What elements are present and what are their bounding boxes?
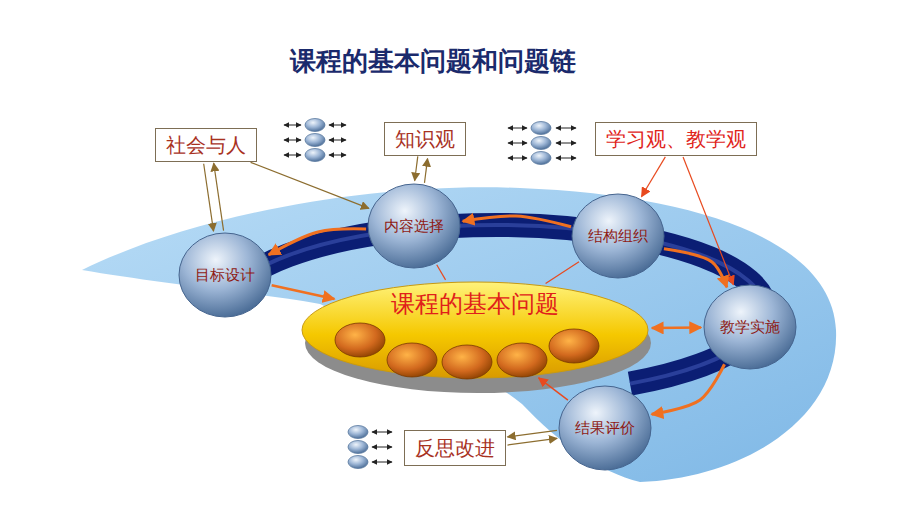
mini-double-arrow (329, 155, 346, 156)
title-text: 课程的基本问题和问题链 (290, 46, 576, 76)
node-label: 反思改进 (415, 436, 495, 460)
diagram-title: 课程的基本问题和问题链 (0, 44, 866, 79)
connector-arrow (508, 438, 558, 445)
connector-arrow (546, 262, 579, 284)
stage-ball: 结构组织 (571, 193, 665, 279)
node-label: 知识观 (395, 127, 455, 151)
node-label: 课程的基本问题 (391, 290, 559, 319)
orange-pebble (497, 343, 547, 377)
concept-box: 反思改进 (404, 430, 506, 466)
mini-double-arrow (329, 125, 346, 126)
node-label: 内容选择 (384, 217, 444, 235)
connector-arrow (664, 249, 727, 288)
mini-ball (531, 152, 551, 165)
stage-ball: 目标设计 (178, 232, 272, 318)
orange-pebble (335, 323, 385, 357)
mini-double-arrow (508, 158, 527, 159)
stage-ball: 内容选择 (367, 183, 461, 269)
mini-ball (305, 134, 325, 147)
node-label: 结构组织 (588, 227, 648, 245)
mini-double-arrow (556, 128, 576, 129)
connector-arrow (507, 430, 557, 437)
connector-arrow (272, 285, 335, 299)
connector-arrow (683, 157, 733, 285)
mini-double-arrow (372, 447, 392, 448)
connector-arrow (251, 162, 369, 208)
connector-arrow (652, 364, 725, 414)
ball-shape (704, 285, 796, 369)
mini-double-arrow (508, 143, 527, 144)
mini-ball (531, 122, 551, 135)
connector-arrow (415, 156, 418, 180)
stage-ball: 结果评价 (558, 385, 652, 471)
concept-box: 知识观 (384, 122, 466, 156)
node-label: 学习观、教学观 (606, 127, 746, 151)
connector-arrow (437, 265, 446, 280)
concept-box: 社会与人 (155, 128, 257, 162)
mini-ball (305, 119, 325, 132)
ball-shape (559, 386, 651, 470)
core-plate: 课程的基本问题 (300, 280, 650, 380)
connector-arrow (204, 164, 214, 231)
mini-double-arrow (508, 128, 527, 129)
plate-shape (302, 282, 648, 378)
connector-arrow (539, 378, 568, 400)
node-label: 目标设计 (195, 266, 255, 284)
ring-band-highlight (225, 225, 765, 384)
mini-ball (348, 441, 368, 454)
orange-pebble (442, 345, 492, 379)
mini-double-arrow (556, 143, 576, 144)
connector-arrow (424, 159, 427, 183)
small-ball-stacks (284, 119, 576, 469)
mini-double-arrow (372, 432, 392, 433)
ball-shape (368, 184, 460, 268)
mini-double-arrow (329, 140, 346, 141)
mini-double-arrow (284, 140, 301, 141)
concept-box: 学习观、教学观 (595, 122, 757, 156)
stage-ball: 教学实施 (703, 284, 797, 370)
mini-double-arrow (372, 462, 392, 463)
mini-double-arrow (556, 158, 576, 159)
node-label: 社会与人 (166, 133, 246, 157)
connector-arrow (463, 216, 571, 227)
connector-arrow (642, 157, 666, 197)
mini-ball (348, 456, 368, 469)
connector-arrow (269, 229, 366, 255)
node-label: 教学实施 (720, 318, 780, 336)
orange-pebble (549, 329, 599, 363)
ring-band (225, 225, 765, 384)
mini-double-arrow (284, 125, 301, 126)
orange-pebble (387, 343, 437, 377)
mini-ball (305, 149, 325, 162)
ball-shape (572, 194, 664, 278)
connector-arrow (652, 326, 701, 329)
node-label: 结果评价 (575, 419, 635, 437)
mini-ball (348, 426, 368, 439)
ball-shape (179, 233, 271, 317)
mini-double-arrow (284, 155, 301, 156)
connector-arrow (214, 163, 224, 230)
mini-ball (531, 137, 551, 150)
